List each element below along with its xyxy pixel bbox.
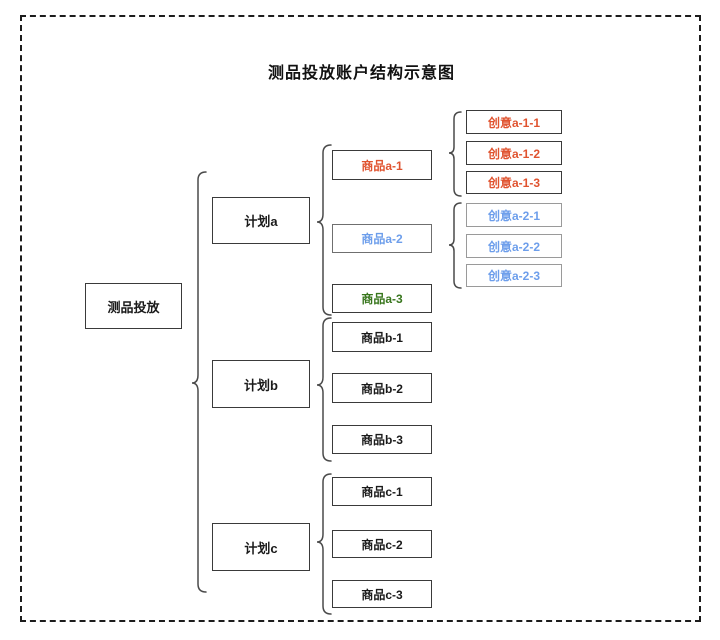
node-creative-a-2-2: 创意a-2-2	[466, 234, 562, 258]
diagram-title: 测品投放账户结构示意图	[267, 65, 455, 82]
node-creative-a-2-3: 创意a-2-3	[466, 264, 562, 287]
node-plan-c: 计划c	[212, 523, 310, 571]
node-creative-a-1-1: 创意a-1-1	[466, 110, 562, 134]
node-plan-b: 计划b	[212, 360, 310, 408]
dashed-canvas-border	[20, 15, 701, 622]
node-creative-a-1-2: 创意a-1-2	[466, 141, 562, 165]
node-product-c-1: 商品c-1	[332, 477, 432, 506]
node-product-b-3: 商品b-3	[332, 425, 432, 454]
node-product-a-3: 商品a-3	[332, 284, 432, 313]
node-product-c-3: 商品c-3	[332, 580, 432, 608]
node-product-a-2: 商品a-2	[332, 224, 432, 253]
node-creative-a-1-3: 创意a-1-3	[466, 171, 562, 194]
node-root: 测品投放	[85, 283, 182, 329]
node-plan-a: 计划a	[212, 197, 310, 244]
node-product-b-2: 商品b-2	[332, 373, 432, 403]
node-product-b-1: 商品b-1	[332, 322, 432, 352]
node-product-c-2: 商品c-2	[332, 530, 432, 558]
node-product-a-1: 商品a-1	[332, 150, 432, 180]
node-creative-a-2-1: 创意a-2-1	[466, 203, 562, 227]
